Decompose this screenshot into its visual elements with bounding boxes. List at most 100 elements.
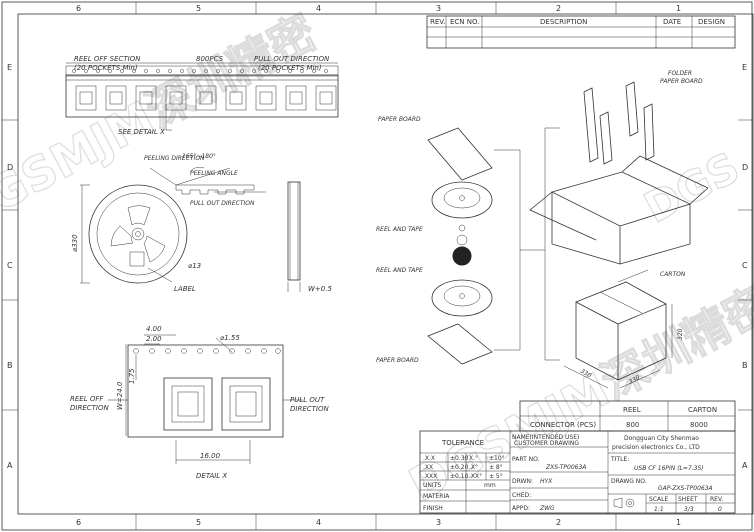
tol-b-2: ±0.10 bbox=[450, 473, 469, 480]
drwn-value: HYX bbox=[540, 478, 553, 485]
col-label: 1 bbox=[676, 4, 681, 13]
hub-diameter-13: ⌀13 bbox=[188, 262, 201, 270]
angle-label: 165°~180° bbox=[182, 153, 216, 160]
rev-value: 0 bbox=[718, 506, 722, 513]
reel-off-label: REEL OFF bbox=[70, 395, 104, 403]
finish-label: FINISH bbox=[423, 505, 443, 512]
rev-header: REV. bbox=[430, 18, 445, 26]
col-label: 2 bbox=[556, 518, 561, 527]
tape-strip bbox=[65, 62, 339, 131]
reel-off-section-label: REEL OFF SECTION bbox=[74, 55, 141, 63]
reel-and-tape-label-1: REEL AND TAPE bbox=[376, 226, 423, 233]
sheet-value: 3/3 bbox=[684, 506, 694, 513]
tol-c-0: X.° bbox=[469, 455, 478, 462]
pull-out-pockets-label: (20 POCKETS Min) bbox=[258, 64, 322, 72]
qty-carton-value: 8000 bbox=[690, 421, 708, 429]
reel-edge-view bbox=[287, 181, 301, 292]
row-label: A bbox=[7, 461, 13, 470]
title-value: USB CF 16PIN (L=7.35) bbox=[634, 465, 704, 472]
tol-a-1: .XX bbox=[423, 464, 433, 471]
pull-out-direction-label: PULL OUT DIRECTION bbox=[254, 55, 330, 63]
rev-label: REV. bbox=[710, 496, 723, 503]
pull-out-label: PULL OUT bbox=[290, 396, 325, 404]
carton-label: CARTON bbox=[660, 271, 686, 278]
open-box bbox=[529, 155, 709, 265]
tol-a-0: .X.X bbox=[423, 455, 435, 462]
column-labels-top: 6 5 4 3 2 1 bbox=[76, 4, 681, 13]
appd-label: APPD: bbox=[512, 505, 530, 512]
drwn-label: DRWN: bbox=[512, 478, 533, 485]
carton-dim-330b: 330 bbox=[628, 374, 642, 386]
qty-reel-value: 800 bbox=[626, 421, 639, 429]
row-label: E bbox=[7, 63, 12, 72]
scale-value: 1:1 bbox=[654, 506, 664, 513]
pitch-4-label: 4.00 bbox=[146, 325, 162, 333]
tol-d-2: ± 5° bbox=[489, 473, 503, 480]
col-label: 6 bbox=[76, 518, 81, 527]
tape-pockets bbox=[75, 85, 337, 111]
scale-label: SCALE bbox=[649, 496, 668, 503]
folder-label: FOLDER bbox=[668, 70, 692, 77]
drawing-no-label: DRAWG NO. bbox=[611, 478, 647, 485]
row-label: B bbox=[7, 361, 13, 370]
carton-box bbox=[575, 269, 667, 381]
tol-c-2: .XX° bbox=[469, 473, 482, 480]
name-label: NAME(INTENDED USE) bbox=[512, 434, 579, 441]
col-label: 6 bbox=[76, 4, 81, 13]
materia-label: MATERIA bbox=[423, 493, 450, 500]
sprocket-holes bbox=[72, 69, 328, 73]
sheet-label: SHEET bbox=[678, 496, 698, 503]
reel-front-view bbox=[80, 184, 188, 284]
row-labels-left: E D C B A bbox=[7, 63, 13, 470]
see-detail-label: SEE DETAIL X bbox=[118, 128, 165, 136]
count-label: 800PCS bbox=[196, 55, 224, 63]
row-label: C bbox=[7, 261, 13, 270]
peeling-angle-label: PEELING ANGLE bbox=[190, 170, 238, 177]
reel-off-direction-label: DIRECTION bbox=[70, 404, 109, 412]
peeling-illustration bbox=[149, 166, 266, 195]
detail-pocket-1 bbox=[163, 377, 213, 431]
label-callout: LABEL bbox=[174, 285, 196, 293]
part-no-value: ZXS-TP0063A bbox=[545, 464, 586, 471]
col-label: 4 bbox=[316, 4, 321, 13]
tol-a-2: .XXX bbox=[423, 473, 437, 480]
part-no-label: PART NO. bbox=[512, 456, 540, 463]
detail-x-title: DETAIL X bbox=[196, 472, 227, 480]
reel-ellipse-2 bbox=[431, 279, 493, 317]
col-label: 3 bbox=[436, 4, 441, 13]
detail-sprocket-holes bbox=[133, 348, 281, 354]
tolerance-title: TOLERANCE bbox=[441, 439, 484, 447]
reel-and-tape-label-2: REEL AND TAPE bbox=[376, 267, 423, 274]
detail-x-labels: 4.00 2.00 ⌀1.55 1.75 W=24.0 REEL OFF DIR… bbox=[70, 325, 329, 480]
pocket-pitch-label: 16.00 bbox=[200, 452, 221, 460]
paper-board-label-1: PAPER BOARD bbox=[378, 116, 421, 123]
appd-value: ZWG bbox=[539, 505, 555, 512]
packing-labels: PAPER BOARD REEL AND TAPE REEL AND TAPE … bbox=[376, 70, 703, 386]
row-label: D bbox=[742, 163, 748, 172]
drawing-no-value: GAP-ZXS-TP0063A bbox=[658, 485, 713, 492]
peeling-labels: PEELING DIRECTION 165°~180° PEELING ANGL… bbox=[144, 153, 255, 207]
row-labels-right: E D C B A bbox=[742, 63, 748, 470]
date-header: DATE bbox=[663, 18, 681, 26]
ched-label: CHED: bbox=[512, 492, 531, 499]
col-label: 4 bbox=[316, 518, 321, 527]
revision-table: REV. ECN NO. DESCRIPTION DATE DESIGN bbox=[426, 15, 736, 49]
col-label: 5 bbox=[196, 518, 201, 527]
title-label: TITLE: bbox=[610, 456, 629, 463]
hole-diameter-label: ⌀1.55 bbox=[220, 334, 240, 342]
folder-boards bbox=[583, 81, 655, 165]
qty-head-carton: CARTON bbox=[688, 406, 717, 414]
company-line-2: precision electronics Co., LTD bbox=[612, 444, 700, 451]
row-label: A bbox=[742, 461, 748, 470]
paper-board-label-2: PAPER BOARD bbox=[376, 357, 419, 364]
row-label: B bbox=[742, 361, 748, 370]
pull-out-direction-2-label: PULL OUT DIRECTION bbox=[190, 200, 255, 207]
reel-front-labels: ⌀330 ⌀13 LABEL bbox=[71, 234, 201, 293]
tol-d-0: ±10° bbox=[489, 455, 505, 462]
peeling-direction-label: PEELING DIRECTION bbox=[144, 155, 205, 162]
tape-strip-labels: REEL OFF SECTION (20 POCKETS Min) 800PCS… bbox=[74, 55, 330, 136]
reel-off-pockets-label: (20 POCKETS Min) bbox=[74, 64, 138, 72]
packing-exploded-view bbox=[427, 81, 709, 389]
detail-pocket-2 bbox=[221, 377, 271, 431]
tape-width-label: W=24.0 bbox=[116, 381, 124, 410]
